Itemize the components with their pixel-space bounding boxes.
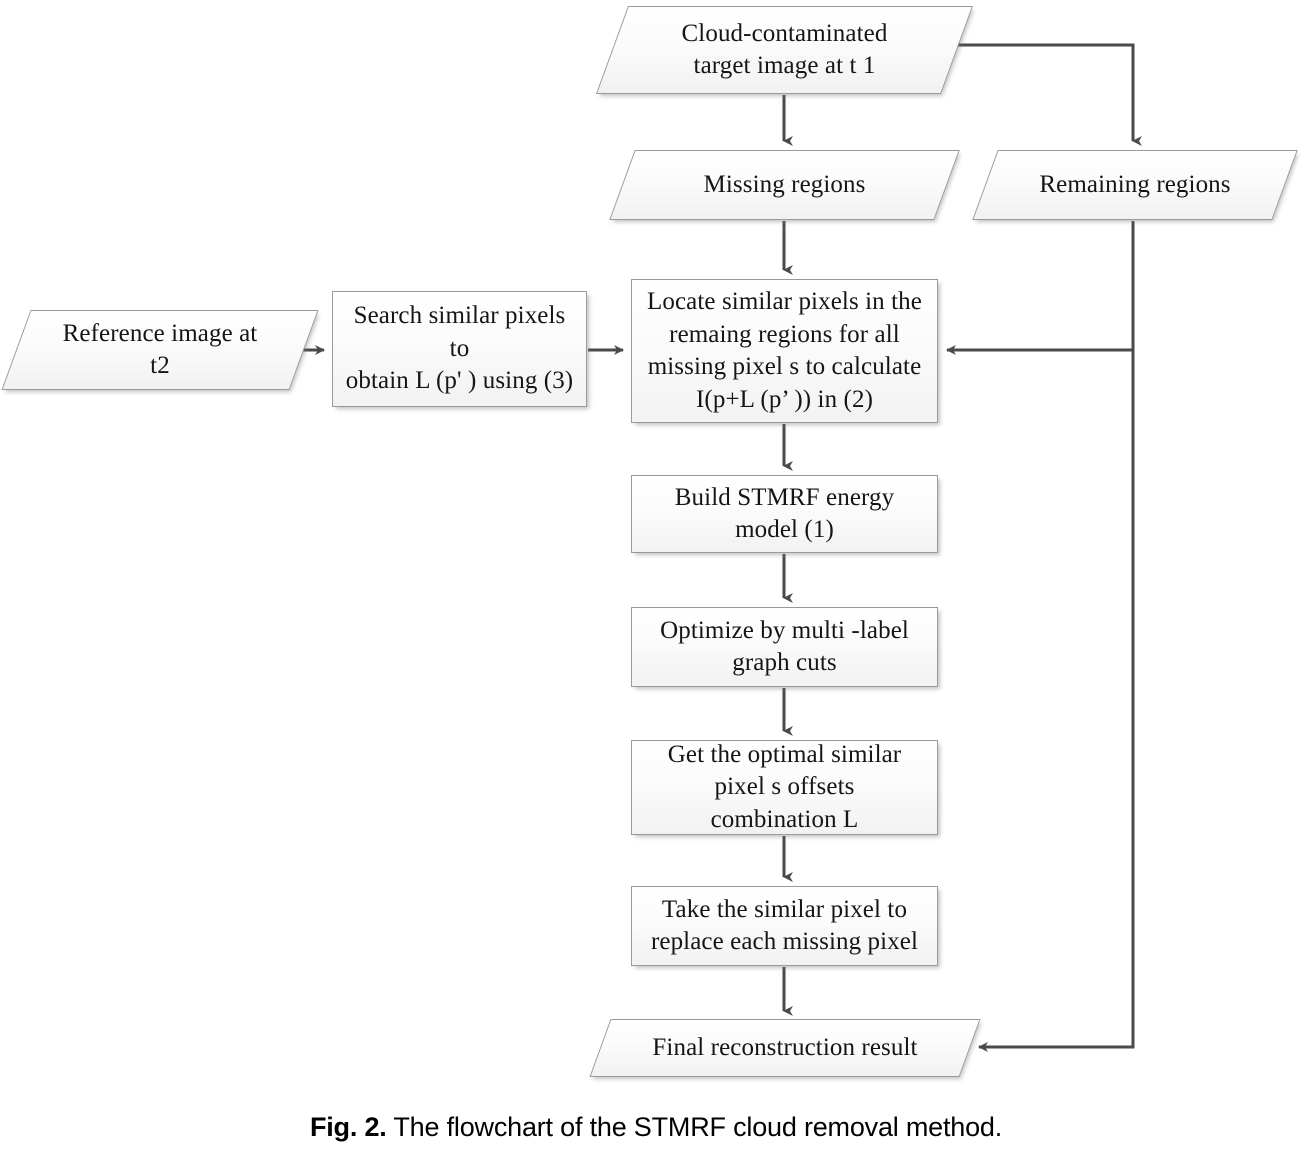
edge-remaining-to-locate <box>946 221 1135 355</box>
node-reference-image[interactable]: Reference image at t2 <box>1 310 319 390</box>
node-label-line-1: Cloud-contaminated <box>681 19 888 47</box>
node-label-line-2: pixel s offsets <box>714 773 855 801</box>
node-label-line-2: replace each missing pixel <box>650 928 919 955</box>
node-cloud-contaminated-target-image[interactable]: Cloud-contaminated target image at t 1 <box>595 6 974 94</box>
node-label-line-1: Locate similar pixels in the <box>647 288 922 315</box>
node-remaining-regions[interactable]: Remaining regions <box>972 150 1298 220</box>
node-label-line-2: graph cuts <box>732 649 837 676</box>
node-label-line-1: Search similar pixels <box>353 302 566 330</box>
node-final-reconstruction-result[interactable]: Final reconstruction result <box>589 1019 981 1077</box>
node-label-line-2: target image at t 1 <box>693 52 876 79</box>
node-optimize-graph-cuts[interactable]: Optimize by multi -label graph cuts <box>631 607 938 687</box>
node-build-stmrf-energy-model[interactable]: Build STMRF energy model (1) <box>631 475 938 553</box>
node-label-line-3: combination L <box>710 805 859 833</box>
figure-caption: Fig. 2. The flowchart of the STMRF cloud… <box>0 1112 1312 1143</box>
node-label: Remaining regions <box>1039 170 1231 198</box>
figure-caption-label: Fig. 2. <box>309 1112 387 1142</box>
node-label: Final reconstruction result <box>652 1033 918 1061</box>
node-locate-similar-pixels[interactable]: Locate similar pixels in the remaing reg… <box>631 279 938 423</box>
node-label-line-2: to <box>449 334 470 362</box>
node-label-line-2: t2 <box>150 352 170 379</box>
edge-remaining-to-final <box>978 350 1135 1052</box>
figure-caption-text: The flowchart of the STMRF cloud removal… <box>393 1112 1003 1142</box>
node-label-line-1: Build STMRF energy <box>674 483 895 511</box>
node-label-line-2: model (1) <box>735 516 834 543</box>
node-label-line-1: Take the similar pixel to <box>661 895 908 923</box>
node-label-line-1: Reference image at <box>62 319 258 347</box>
node-take-similar-pixel-replace[interactable]: Take the similar pixel to replace each m… <box>631 886 938 966</box>
node-label-line-2: remaing regions for all <box>669 320 900 348</box>
node-label: Missing regions <box>703 170 866 198</box>
node-label-line-4: I(p+L (p’ )) in (2) <box>695 385 874 413</box>
node-missing-regions[interactable]: Missing regions <box>609 150 960 220</box>
node-label-line-1: Get the optimal similar <box>667 740 902 768</box>
node-get-optimal-similar-pixels-offsets[interactable]: Get the optimal similar pixel s offsets … <box>631 740 938 835</box>
node-label-line-3: obtain L (p' ) using (3) <box>345 367 574 395</box>
node-label-line-1: Optimize by multi -label <box>660 616 909 644</box>
edge-cloud-to-remaining <box>926 43 1142 146</box>
node-search-similar-pixels[interactable]: Search similar pixels to obtain L (p' ) … <box>332 291 587 407</box>
node-label-line-3: missing pixel s to calculate <box>647 353 922 380</box>
